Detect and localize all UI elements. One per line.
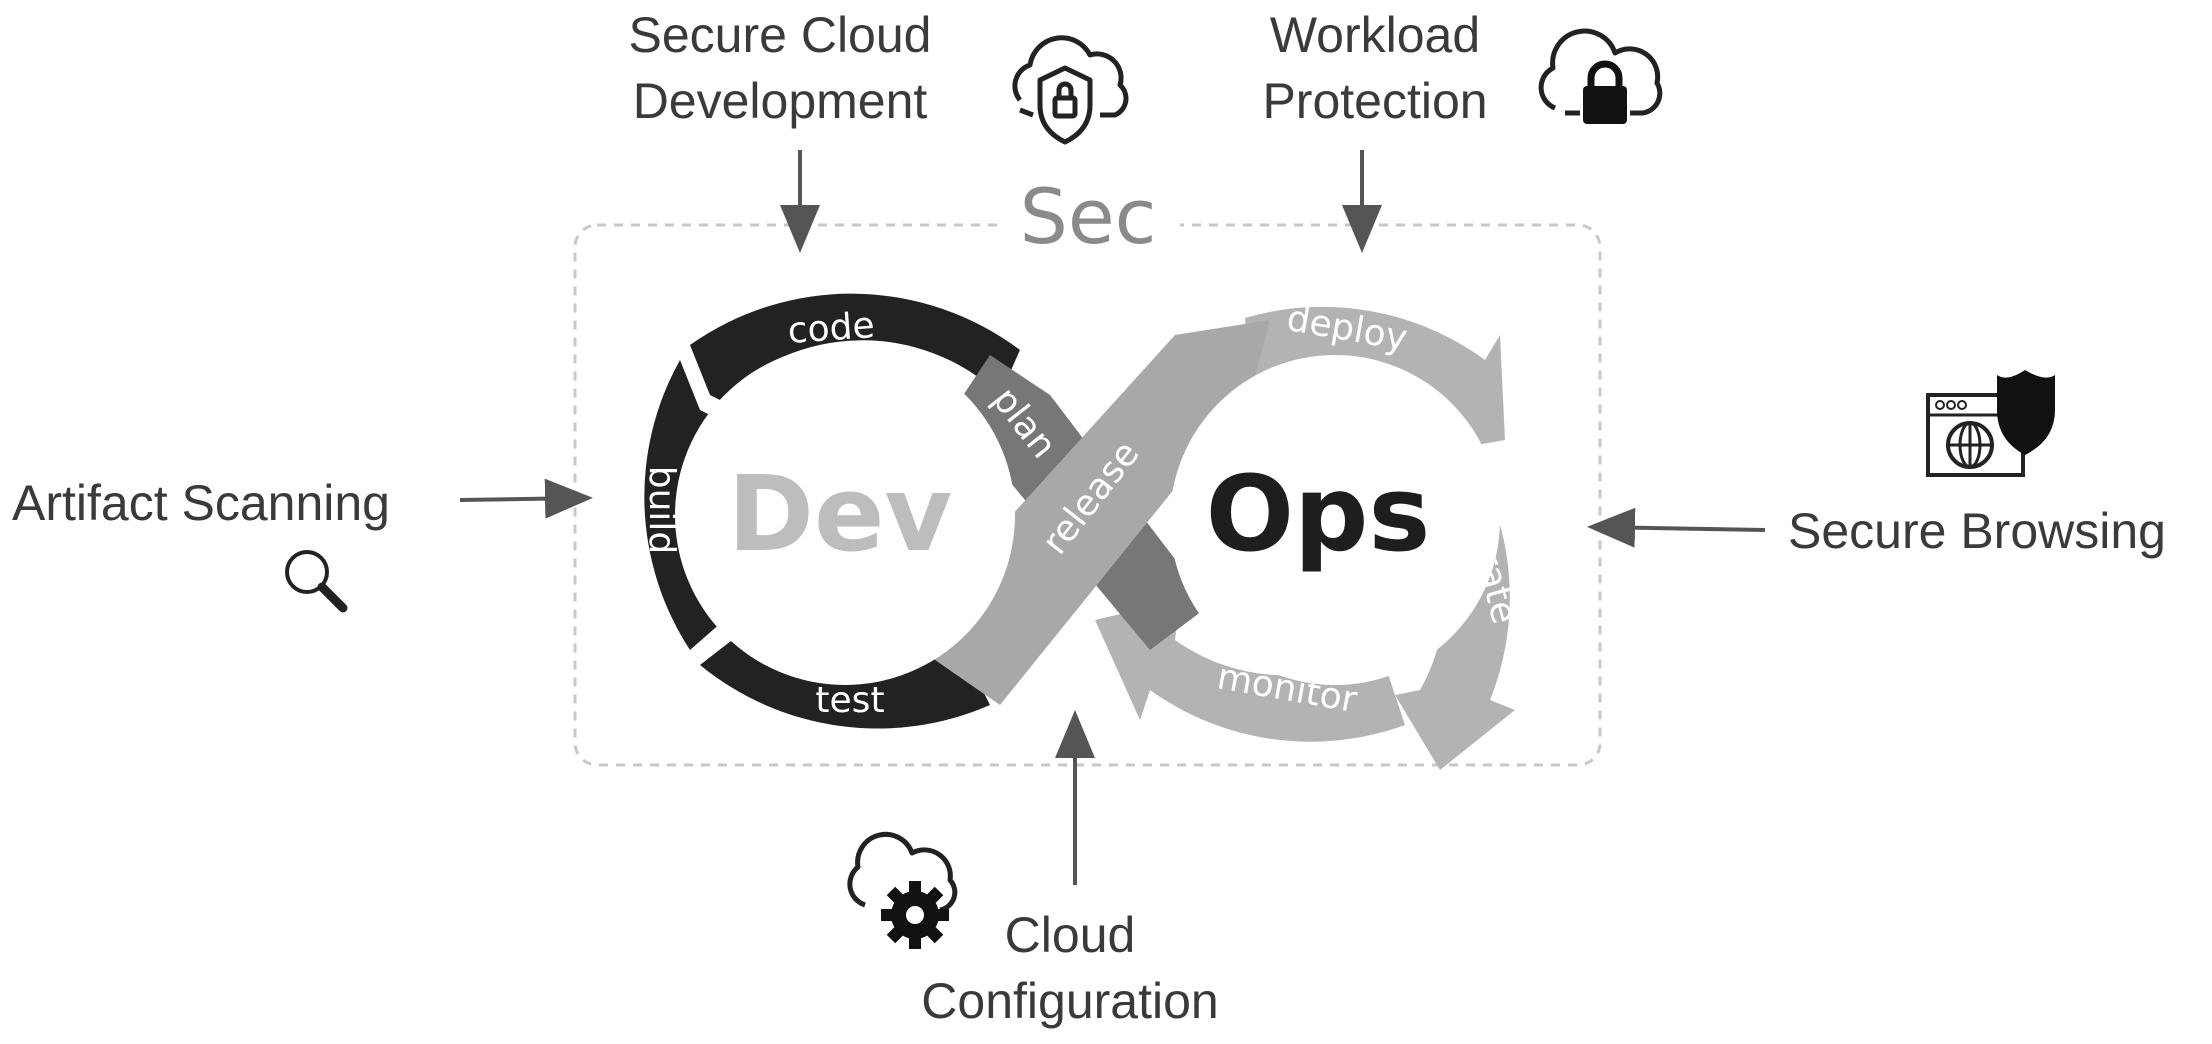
callout-cloud-configuration-line2: Configuration — [921, 973, 1218, 1029]
callout-artifact-scanning: Artifact Scanning — [12, 475, 390, 531]
code-segment — [690, 293, 1020, 400]
callout-secure-browsing: Secure Browsing — [1788, 503, 2166, 559]
callout-secure-cloud-dev-line1: Secure Cloud — [629, 7, 932, 63]
arrow-artifact-scanning — [459, 478, 593, 519]
magnifier-icon — [285, 550, 348, 613]
code-label: code — [786, 305, 875, 352]
callout-workload-protection-line2: Protection — [1262, 73, 1487, 129]
callout-secure-cloud-dev: Secure Cloud Development — [629, 7, 932, 129]
callout-secure-cloud-dev-line2: Development — [633, 73, 928, 129]
callout-workload-protection-line1: Workload — [1270, 7, 1480, 63]
sec-title: Sec — [1020, 172, 1157, 261]
monitor-segment — [1095, 600, 1405, 742]
callout-workload-protection: Workload Protection — [1262, 7, 1487, 129]
cloud-padlock-icon — [1538, 28, 1663, 124]
release-segment — [935, 320, 1270, 705]
cloud-gear-icon — [847, 831, 958, 949]
callout-cloud-configuration: Cloud Configuration — [921, 907, 1218, 1029]
browser-shield-icon — [1926, 370, 2055, 477]
test-label: test — [815, 680, 884, 721]
callout-cloud-configuration-line1: Cloud — [1005, 907, 1136, 963]
ops-label: Ops — [1206, 453, 1431, 575]
dev-label: Dev — [728, 453, 953, 575]
build-label: build — [641, 466, 682, 555]
cloud-lock-shield-icon — [1012, 35, 1129, 145]
arrow-secure-browsing — [1587, 507, 1766, 548]
